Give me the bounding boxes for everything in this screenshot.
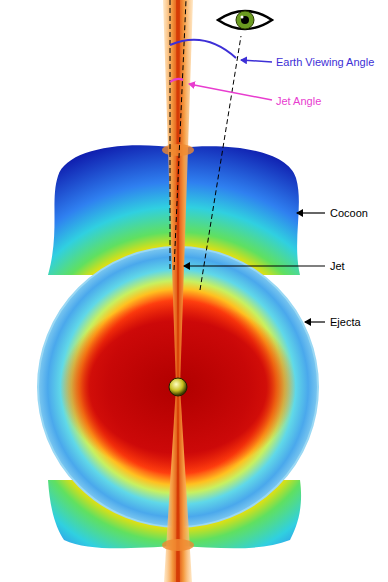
angle-label: Jet Angle: [276, 95, 321, 108]
jet-angle-arc: [170, 79, 183, 82]
jet-head: [162, 144, 194, 156]
part-label: Ejecta: [330, 316, 361, 329]
leader-arrow: [305, 321, 325, 322]
jet-beam: [163, 0, 193, 387]
jet-core: [176, 387, 180, 582]
jet-beam: [164, 387, 192, 582]
angle-label: Earth Viewing Angle: [276, 56, 374, 69]
leader-arrow: [184, 265, 325, 266]
leader-arrow: [241, 60, 272, 62]
axis-line: [170, 0, 171, 270]
central-engine: [169, 378, 187, 396]
leader-arrow: [297, 212, 325, 213]
sightline: [200, 36, 241, 290]
jet-core: [176, 0, 180, 387]
viewing-angle-arc: [170, 40, 236, 58]
eye-icon: [218, 11, 272, 29]
jet-head: [162, 539, 194, 551]
part-label: Jet: [330, 260, 345, 273]
part-label: Cocoon: [330, 207, 368, 220]
leader-arrow: [189, 84, 272, 100]
